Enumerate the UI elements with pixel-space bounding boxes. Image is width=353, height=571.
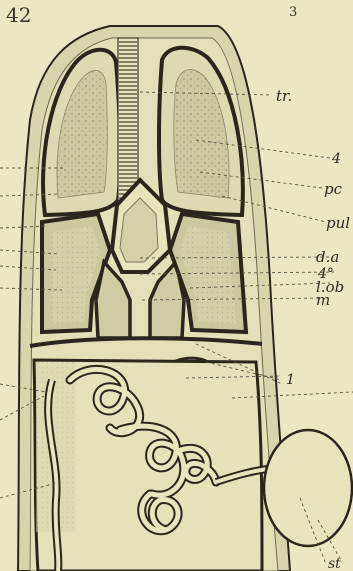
label-4: 4	[331, 151, 341, 167]
label-pc: pc	[324, 180, 343, 198]
stomach-sac	[264, 430, 352, 546]
label-da: d.a	[316, 248, 339, 266]
label-1: 1	[286, 372, 295, 388]
label-pul: pul	[326, 214, 350, 232]
figure-number: 42	[6, 3, 31, 27]
corner-mark: 3	[289, 5, 297, 20]
label-st: st	[328, 556, 341, 571]
label-m: m	[316, 291, 330, 309]
label-tr: tr.	[276, 87, 292, 105]
